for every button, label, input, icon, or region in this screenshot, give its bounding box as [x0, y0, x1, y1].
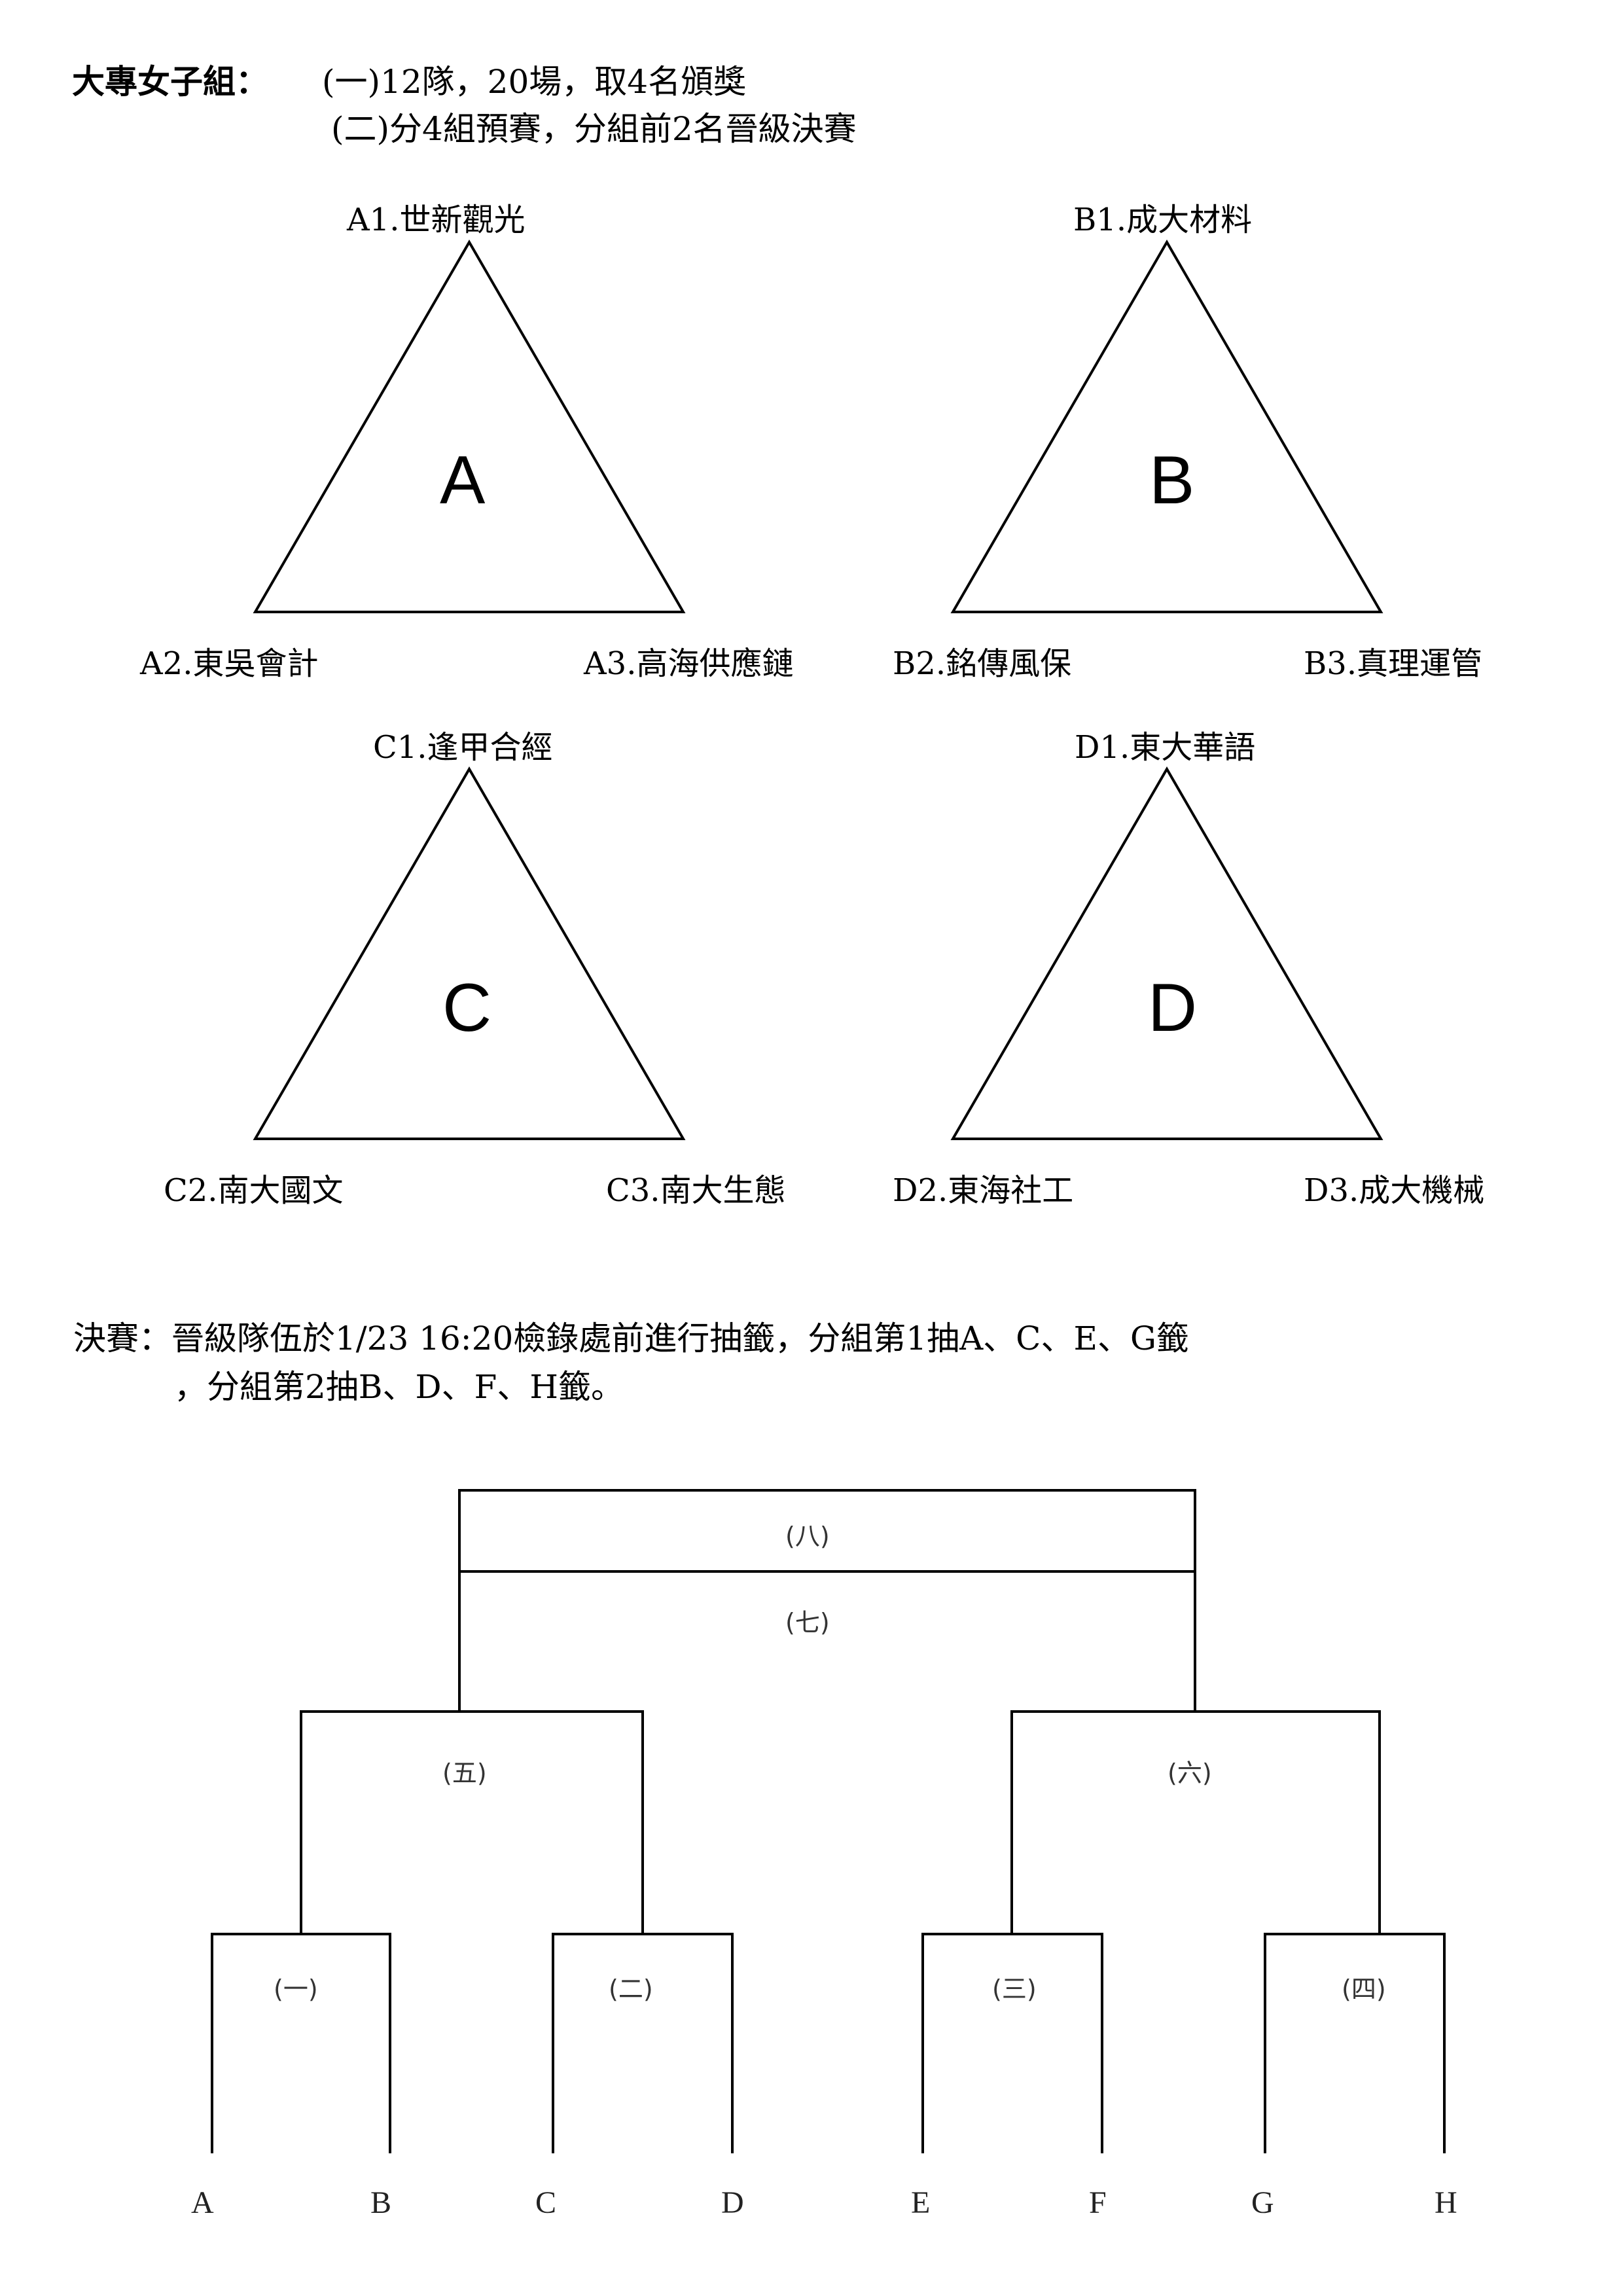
semi-6-frame [1010, 1710, 1381, 1934]
group-b-letter: B [1149, 442, 1195, 518]
group-d-team-3: D3.成大機械 [1304, 1172, 1485, 1209]
round-1-label: (一) [274, 1975, 318, 2003]
round-8-label: (八) [785, 1522, 830, 1551]
slot-h: H [1435, 2185, 1457, 2220]
rule-line-1: (一)12隊，20場，取4名頒獎 [322, 63, 747, 101]
group-b-team-2: B2.銘傳風保 [893, 645, 1072, 682]
slot-c: C [535, 2185, 557, 2220]
group-d-team-1: D1.東大華語 [1075, 729, 1256, 766]
group-a-team-2: A2.東吳會計 [140, 645, 319, 682]
finals-note-line-1: 決賽：晉級隊伍於1/23 16:20檢錄處前進行抽籤，分組第1抽A、C、E、G籤 [73, 1319, 1189, 1357]
slot-f: F [1089, 2185, 1107, 2220]
group-c-team-2: C2.南大國文 [164, 1172, 344, 1209]
slot-d: D [721, 2185, 744, 2220]
group-b-team-3: B3.真理運管 [1304, 645, 1483, 682]
group-a-team-1: A1.世新觀光 [347, 202, 526, 238]
round-6-label: (六) [1168, 1759, 1212, 1787]
division-label: 大專女子組： [72, 62, 268, 101]
match-1-frame [211, 1933, 391, 2153]
slot-g: G [1251, 2185, 1274, 2220]
round-5-label: (五) [442, 1759, 487, 1787]
group-d-team-2: D2.東海社工 [893, 1172, 1074, 1209]
round-2-label: (二) [609, 1975, 653, 2003]
final-box [458, 1489, 1196, 1573]
slot-e: E [911, 2185, 931, 2220]
round-7-label: (七) [785, 1608, 830, 1637]
group-a-letter: A [440, 442, 486, 518]
slot-a: A [191, 2185, 214, 2220]
match-3-frame [921, 1933, 1103, 2153]
group-d-letter: D [1148, 970, 1198, 1046]
finals-note-line-2: ，分組第2抽B、D、F、H籤。 [174, 1368, 624, 1406]
group-c-letter: C [442, 970, 492, 1046]
round-4-label: (四) [1342, 1975, 1386, 2003]
round-3-label: (三) [992, 1975, 1037, 2003]
group-c-team-1: C1.逢甲合經 [373, 729, 553, 766]
rule-line-2: (二)分4組預賽，分組前2名晉級決賽 [331, 110, 857, 148]
slot-b: B [370, 2185, 392, 2220]
group-triangles [253, 240, 1383, 1140]
group-b-triangle [950, 240, 1383, 613]
group-a-triangle [253, 240, 686, 613]
group-c-triangle [253, 766, 686, 1140]
group-a-team-3: A3.高海供應鏈 [584, 645, 794, 682]
group-c-team-3: C3.南大生態 [606, 1172, 786, 1209]
match-2-frame [552, 1933, 734, 2153]
group-d-triangle [950, 766, 1383, 1140]
semi-5-frame [300, 1710, 644, 1934]
match-4-frame [1264, 1933, 1446, 2153]
group-b-team-1: B1.成大材料 [1073, 202, 1253, 238]
